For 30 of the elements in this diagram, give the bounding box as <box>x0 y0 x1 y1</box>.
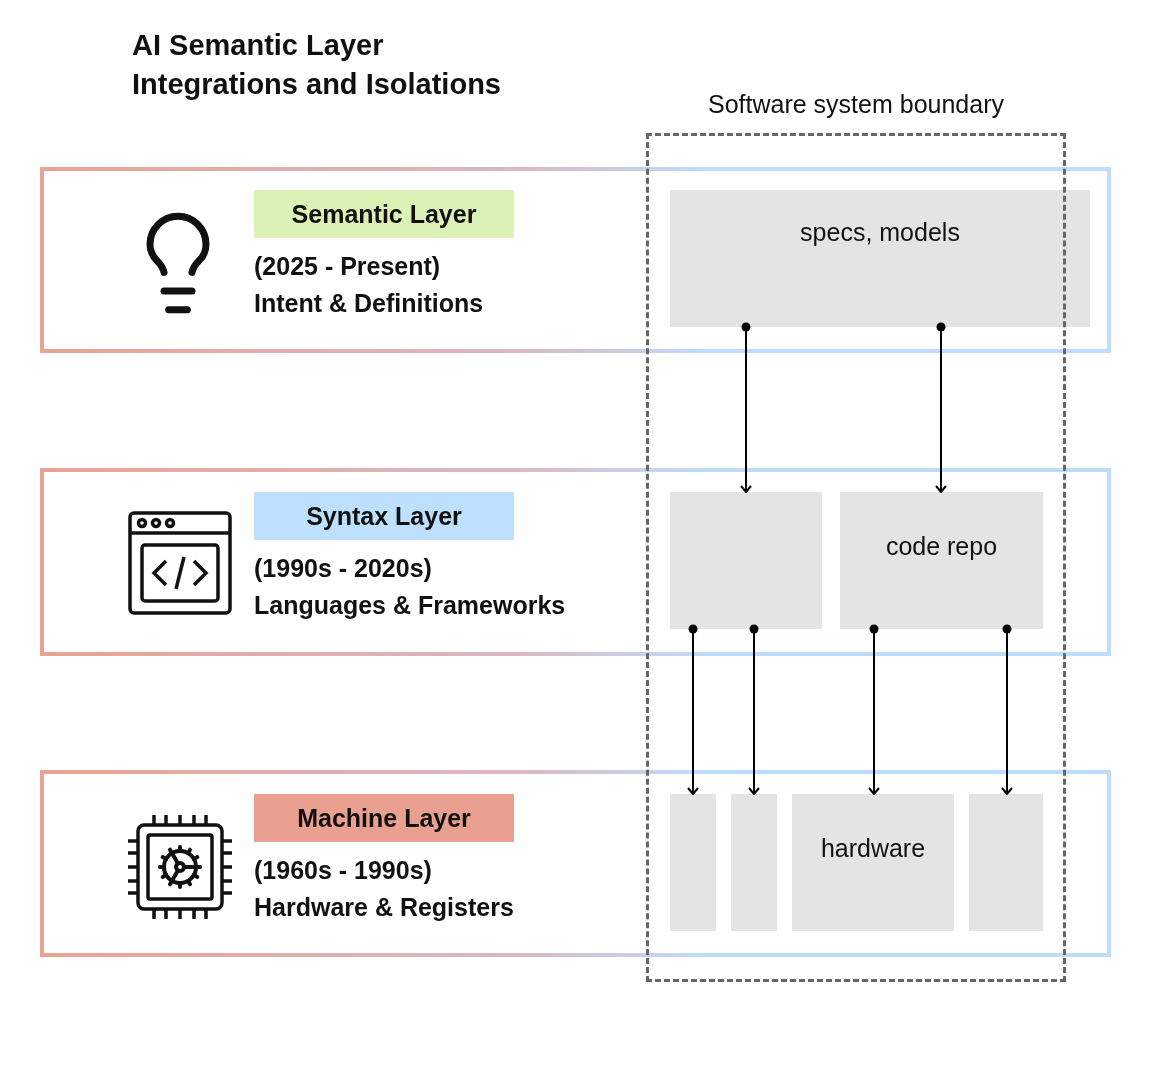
component-box <box>969 794 1043 931</box>
layer-band <box>40 468 1111 656</box>
arrow <box>868 624 880 795</box>
component-box <box>792 794 954 931</box>
component-box <box>670 190 1090 327</box>
layer-description: Hardware & Registers <box>254 893 514 922</box>
component-box <box>670 794 716 931</box>
layer-heading: Machine Layer <box>254 794 514 842</box>
layer-heading: Semantic Layer <box>254 190 514 238</box>
component-box <box>670 492 822 629</box>
layer-band <box>40 167 1111 353</box>
component-label: specs, models <box>799 217 961 247</box>
layer-heading: Syntax Layer <box>254 492 514 540</box>
layer-band <box>40 770 1111 957</box>
arrow <box>1001 624 1013 795</box>
layer-period: (1960s - 1990s) <box>254 856 432 885</box>
arrow <box>935 322 947 493</box>
component-label: code repo <box>884 531 999 561</box>
component-box <box>731 794 777 931</box>
layer-period: (1990s - 2020s) <box>254 554 432 583</box>
layer-description: Intent & Definitions <box>254 289 484 318</box>
layer-period: (2025 - Present) <box>254 252 441 281</box>
arrow <box>687 624 699 795</box>
arrow <box>740 322 752 493</box>
diagram-title: AI Semantic Layer Integrations and Isolations <box>132 28 502 102</box>
component-label: hardware <box>819 833 927 863</box>
component-box <box>840 492 1043 629</box>
arrow <box>748 624 760 795</box>
layer-description: Languages & Frameworks <box>254 591 566 620</box>
boundary-label: Software system boundary <box>707 89 1005 120</box>
